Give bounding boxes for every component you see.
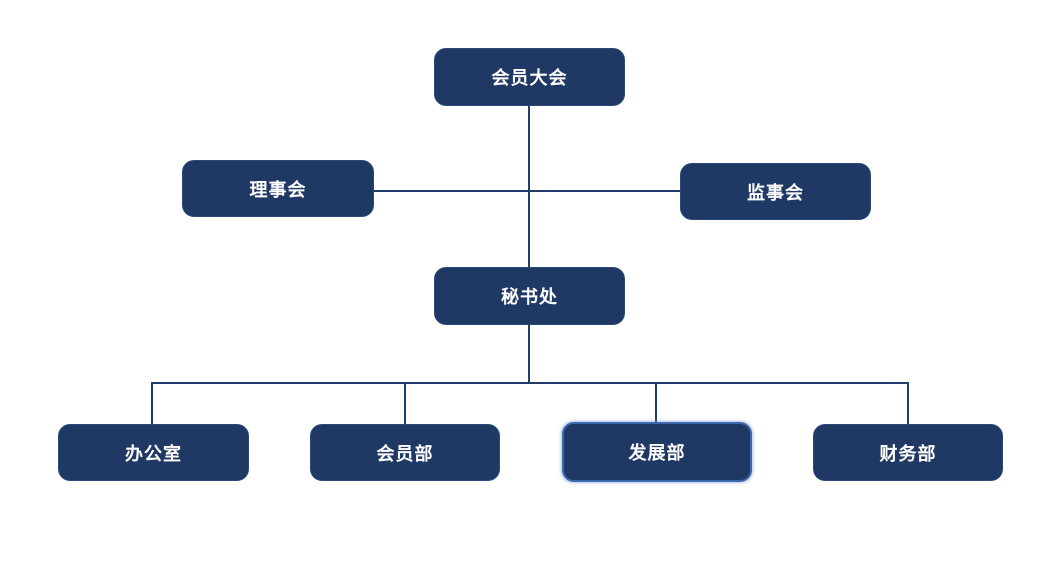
org-node-supervisory-label: 监事会 xyxy=(747,182,804,203)
org-node-finance-label: 财务部 xyxy=(879,443,937,464)
org-node-development[interactable]: 发展部 xyxy=(562,422,752,482)
org-node-membership-label: 会员部 xyxy=(376,443,434,464)
org-node-council[interactable]: 理事会 xyxy=(182,160,374,217)
org-node-assembly[interactable]: 会员大会 xyxy=(434,48,625,106)
org-node-office-label: 办公室 xyxy=(125,443,182,464)
connector-distribution-bus xyxy=(151,382,909,384)
connector-drop-finance xyxy=(907,382,909,424)
connector-council-supervisory xyxy=(374,190,680,192)
org-node-council-label: 理事会 xyxy=(249,179,307,200)
org-node-development-label: 发展部 xyxy=(628,443,686,463)
org-node-secretariat[interactable]: 秘书处 xyxy=(434,267,625,325)
org-node-assembly-label: 会员大会 xyxy=(491,68,568,88)
org-node-supervisory[interactable]: 监事会 xyxy=(680,163,871,220)
org-node-secretariat-label: 秘书处 xyxy=(501,287,558,307)
org-node-finance[interactable]: 财务部 xyxy=(813,424,1003,481)
connector-drop-membership xyxy=(404,382,406,424)
connector-drop-office xyxy=(151,382,153,424)
connector-assembly-secretariat xyxy=(528,105,530,267)
org-node-office[interactable]: 办公室 xyxy=(58,424,249,481)
org-node-membership[interactable]: 会员部 xyxy=(310,424,500,481)
connector-secretariat-bus xyxy=(528,324,530,383)
connector-drop-development xyxy=(655,382,657,423)
